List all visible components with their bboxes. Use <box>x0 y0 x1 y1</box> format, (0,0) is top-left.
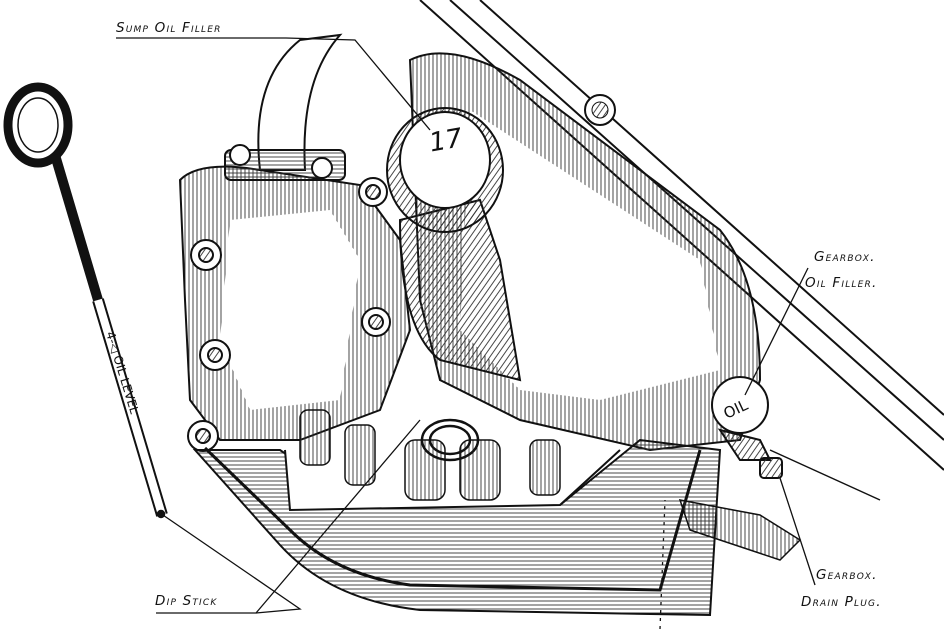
gearbox-drain-plug-label-line2: Drain Plug. <box>801 594 882 610</box>
oil-sump-pan <box>192 438 722 617</box>
cover-bolts <box>187 177 391 452</box>
loose-nut <box>584 94 616 126</box>
gearbox-drain-plug <box>759 457 783 479</box>
gearbox-oil-filler-label-line2: Oil Filler. <box>805 275 878 291</box>
sump-oil-filler-label: Sump Oil Filler <box>116 20 222 36</box>
dip-stick-label: Dip Stick <box>155 593 218 609</box>
sump-oil-filler-cap: 17 <box>386 107 522 382</box>
gearbox-oil-filler: OIL <box>711 376 772 461</box>
gearbox-casing <box>678 499 802 561</box>
frame-bottom-line <box>769 449 881 501</box>
leader-lines <box>116 37 816 629</box>
gearbox-oil-filler-label-line1: Gearbox. <box>814 249 876 265</box>
cap-emblem: 17 <box>427 123 465 158</box>
dipstick-scale-label: 4-◁ OIL LEVEL <box>103 330 141 416</box>
dipstick: 4-◁ OIL LEVEL <box>3 82 168 519</box>
gearbox-drain-plug-label-line1: Gearbox. <box>816 567 878 583</box>
breather-pipe <box>224 33 346 181</box>
dipstick-ring <box>420 418 480 462</box>
